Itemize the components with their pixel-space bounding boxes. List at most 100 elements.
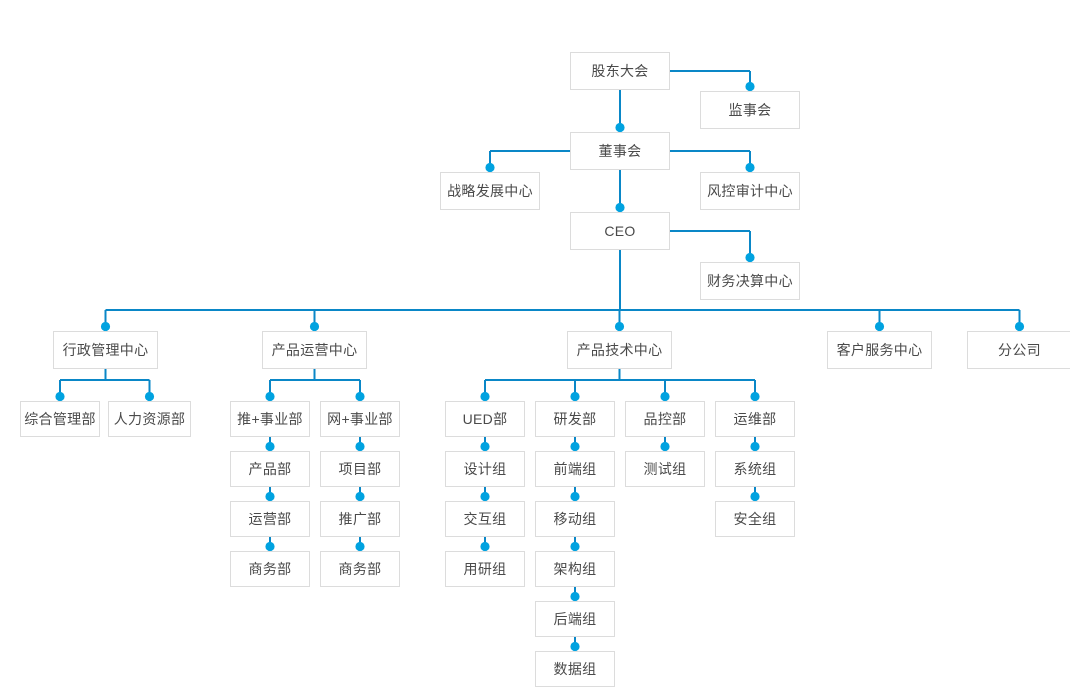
org-node-d2b[interactable]: 移动组: [535, 501, 615, 537]
connector-dot: [144, 391, 155, 402]
connector-dot: [570, 541, 580, 552]
org-node-label: 风控审计中心: [707, 183, 793, 199]
org-node-d1c[interactable]: 用研组: [445, 551, 525, 587]
connector-dot: [485, 162, 495, 173]
org-node-c2[interactable]: 产品运营中心: [262, 331, 367, 369]
org-node-b1a[interactable]: 产品部: [230, 451, 310, 487]
connector-dot: [874, 321, 885, 332]
org-node-d2e[interactable]: 数据组: [535, 651, 615, 687]
connector-dot: [570, 491, 580, 502]
org-node-label: 董事会: [598, 143, 642, 159]
org-node-label: 运维部: [733, 411, 777, 427]
connector-dot: [750, 491, 760, 502]
org-node-b2c[interactable]: 商务部: [320, 551, 400, 587]
org-node-b1c[interactable]: 商务部: [230, 551, 310, 587]
org-node-n5[interactable]: 风控审计中心: [700, 172, 800, 210]
connector-dot: [265, 491, 275, 502]
org-node-b1b[interactable]: 运营部: [230, 501, 310, 537]
connector-dot: [750, 391, 760, 402]
org-node-label: 研发部: [553, 411, 597, 427]
connector-dot: [570, 641, 580, 652]
org-node-label: 客户服务中心: [836, 342, 923, 358]
org-node-n3[interactable]: 董事会: [570, 132, 670, 170]
org-node-n6[interactable]: CEO: [570, 212, 670, 250]
org-node-label: 品控部: [643, 411, 687, 427]
org-node-d2d[interactable]: 后端组: [535, 601, 615, 637]
org-node-n4[interactable]: 战略发展中心: [440, 172, 540, 210]
org-node-label: 网+事业部: [327, 411, 393, 427]
connector-dot: [355, 391, 365, 402]
org-node-d3[interactable]: 品控部: [625, 401, 705, 437]
org-node-n2[interactable]: 监事会: [700, 91, 800, 129]
org-node-label: 产品技术中心: [576, 342, 663, 358]
org-node-label: 后端组: [553, 611, 597, 627]
org-node-a2[interactable]: 人力资源部: [108, 401, 191, 437]
connector-dot: [660, 441, 670, 452]
org-node-label: 推+事业部: [237, 411, 303, 427]
org-node-c5[interactable]: 分公司: [967, 331, 1070, 369]
connector-dot: [265, 441, 275, 452]
org-node-label: 推广部: [338, 511, 382, 527]
org-node-b2b[interactable]: 推广部: [320, 501, 400, 537]
org-node-d1a[interactable]: 设计组: [445, 451, 525, 487]
connector-dot: [355, 541, 365, 552]
connector-dot: [615, 122, 625, 133]
org-node-label: 移动组: [553, 511, 597, 527]
org-node-label: 综合管理部: [24, 411, 96, 427]
org-node-b1[interactable]: 推+事业部: [230, 401, 310, 437]
org-node-label: 行政管理中心: [62, 342, 149, 358]
org-node-label: 运营部: [248, 511, 292, 527]
org-node-label: UED部: [462, 411, 508, 427]
connector-dot: [100, 321, 111, 332]
connector-dot: [480, 391, 490, 402]
org-node-d4b[interactable]: 安全组: [715, 501, 795, 537]
org-node-d1[interactable]: UED部: [445, 401, 525, 437]
org-node-label: 系统组: [733, 461, 777, 477]
org-node-label: 交互组: [463, 511, 507, 527]
connector-dot: [55, 391, 65, 402]
org-node-n7[interactable]: 财务决算中心: [700, 262, 800, 300]
org-node-a1[interactable]: 综合管理部: [20, 401, 100, 437]
connector-dot: [570, 591, 580, 602]
org-node-label: 架构组: [553, 561, 597, 577]
org-node-b2[interactable]: 网+事业部: [320, 401, 400, 437]
org-node-d2c[interactable]: 架构组: [535, 551, 615, 587]
connector-dot: [480, 441, 490, 452]
connector-dot: [615, 202, 625, 213]
connector-dot: [265, 541, 275, 552]
org-node-label: 人力资源部: [113, 411, 186, 427]
org-node-label: 前端组: [553, 461, 597, 477]
org-node-label: 产品运营中心: [271, 342, 358, 358]
org-node-label: 安全组: [733, 511, 777, 527]
org-node-b2a[interactable]: 项目部: [320, 451, 400, 487]
org-node-c3[interactable]: 产品技术中心: [567, 331, 672, 369]
org-node-label: 设计组: [463, 461, 507, 477]
connector-dot: [745, 252, 755, 263]
org-node-d2a[interactable]: 前端组: [535, 451, 615, 487]
org-node-label: 战略发展中心: [447, 183, 533, 199]
connector-dot: [480, 541, 490, 552]
org-node-d4[interactable]: 运维部: [715, 401, 795, 437]
org-node-label: 用研组: [463, 561, 507, 577]
org-node-label: 商务部: [248, 561, 292, 577]
org-node-c4[interactable]: 客户服务中心: [827, 331, 932, 369]
org-node-d4a[interactable]: 系统组: [715, 451, 795, 487]
org-node-label: CEO: [604, 223, 636, 239]
connector-dot: [570, 441, 580, 452]
org-node-label: 数据组: [553, 661, 597, 677]
connector-dot: [750, 441, 760, 452]
org-node-label: 监事会: [728, 102, 772, 118]
org-node-label: 商务部: [338, 561, 382, 577]
org-node-label: 测试组: [643, 461, 687, 477]
org-node-label: 产品部: [248, 461, 292, 477]
connector-dot: [265, 391, 275, 402]
org-node-d2[interactable]: 研发部: [535, 401, 615, 437]
org-node-d3a[interactable]: 测试组: [625, 451, 705, 487]
org-node-c1[interactable]: 行政管理中心: [53, 331, 158, 369]
connector-dot: [1014, 321, 1025, 332]
connector-dot: [745, 162, 755, 173]
org-node-n1[interactable]: 股东大会: [570, 52, 670, 90]
connector-dot: [614, 321, 625, 332]
org-node-d1b[interactable]: 交互组: [445, 501, 525, 537]
